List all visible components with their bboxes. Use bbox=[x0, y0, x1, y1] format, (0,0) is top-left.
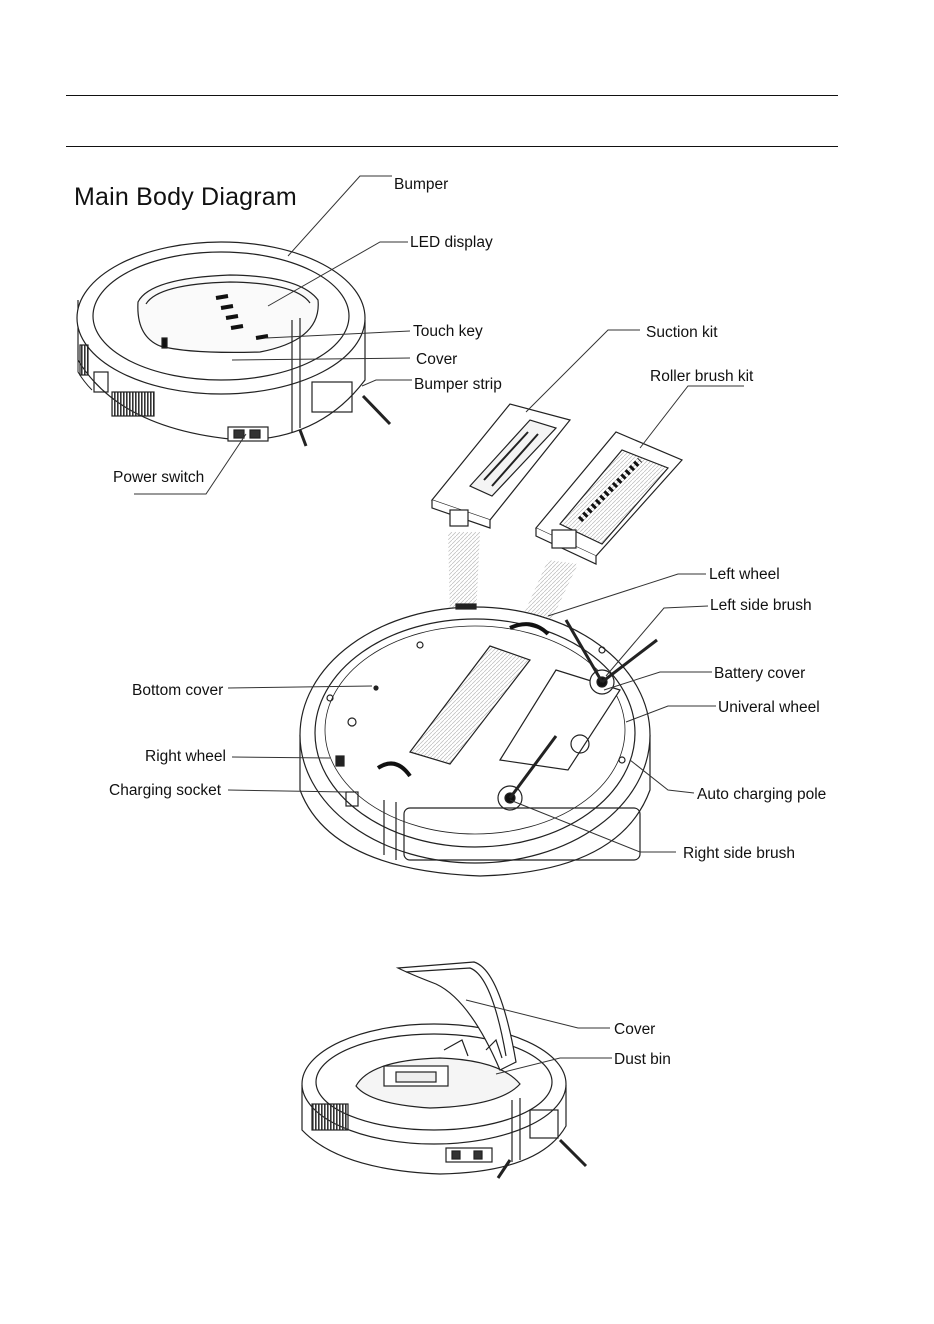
label-bumper: Bumper bbox=[394, 176, 448, 194]
label-bottom-cover: Bottom cover bbox=[132, 682, 223, 700]
label-cover: Cover bbox=[416, 351, 457, 369]
label-bumper-strip: Bumper strip bbox=[414, 376, 502, 394]
label-power-switch: Power switch bbox=[113, 469, 204, 487]
robot-open-view bbox=[302, 962, 586, 1178]
label-right-side-brush: Right side brush bbox=[683, 845, 795, 863]
label-dust-bin: Dust bin bbox=[614, 1051, 671, 1069]
label-roller-brush-kit: Roller brush kit bbox=[650, 368, 753, 386]
label-right-wheel: Right wheel bbox=[145, 748, 226, 766]
label-touch-key: Touch key bbox=[413, 323, 483, 341]
label-suction-kit: Suction kit bbox=[646, 324, 718, 342]
label-led-display: LED display bbox=[410, 234, 493, 252]
robot-bottom-view bbox=[300, 604, 657, 876]
label-left-wheel: Left wheel bbox=[709, 566, 780, 584]
label-auto-charging-pole: Auto charging pole bbox=[697, 786, 826, 804]
label-charging-socket: Charging socket bbox=[109, 782, 221, 800]
roller-brush-kit bbox=[536, 432, 682, 564]
suction-kit bbox=[432, 404, 570, 528]
label-battery-cover: Battery cover bbox=[714, 665, 805, 683]
robot-top-view bbox=[77, 242, 390, 446]
label-universal-wheel: Univeral wheel bbox=[718, 699, 820, 717]
label-open-cover: Cover bbox=[614, 1021, 655, 1039]
label-left-side-brush: Left side brush bbox=[710, 597, 812, 615]
